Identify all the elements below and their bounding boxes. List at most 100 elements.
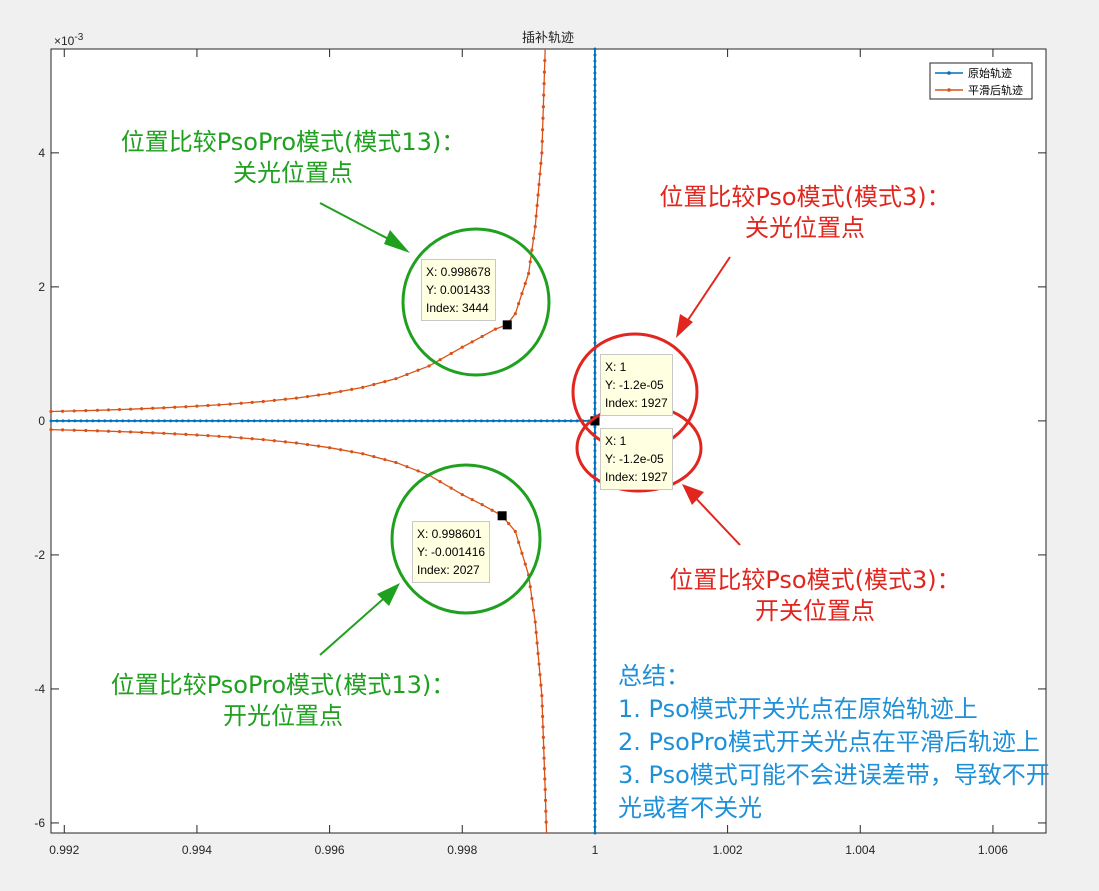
datatip-marker[interactable] bbox=[502, 320, 512, 330]
original-point bbox=[593, 628, 597, 632]
original-point bbox=[593, 155, 597, 159]
original-point bbox=[372, 419, 376, 423]
smoothed-point bbox=[541, 714, 545, 719]
smoothed-point bbox=[84, 409, 88, 413]
original-point bbox=[593, 173, 597, 177]
datatip-open-pso-pro[interactable]: X: 0.998601 Y: -0.001416 Index: 2027 bbox=[412, 521, 491, 583]
smoothed-point bbox=[528, 260, 532, 264]
smoothed-point bbox=[543, 777, 547, 781]
original-point bbox=[593, 263, 597, 267]
smoothed-point bbox=[394, 460, 398, 465]
smoothed-point bbox=[540, 151, 544, 155]
original-point bbox=[276, 419, 280, 423]
original-point bbox=[593, 514, 597, 518]
green-arrow-top-line bbox=[319, 202, 399, 245]
smoothed-point bbox=[95, 429, 100, 433]
smoothed-point bbox=[184, 405, 188, 409]
original-point bbox=[294, 419, 298, 423]
original-point bbox=[593, 616, 597, 620]
original-point bbox=[593, 670, 597, 674]
smoothed-point bbox=[544, 820, 548, 824]
original-point bbox=[593, 461, 597, 465]
original-point bbox=[240, 419, 244, 423]
original-point bbox=[300, 419, 304, 423]
original-trajectory-markers bbox=[593, 419, 597, 835]
datatip-index: Index: 2027 bbox=[417, 563, 480, 577]
smoothed-point bbox=[536, 193, 540, 197]
annotation-line: 位置比较Pso模式(模式3)： bbox=[659, 183, 951, 211]
smoothed-point bbox=[195, 404, 199, 408]
original-point bbox=[593, 107, 597, 111]
original-point bbox=[67, 419, 71, 423]
original-point bbox=[91, 419, 95, 423]
smoothed-point bbox=[533, 224, 537, 229]
original-point bbox=[408, 419, 412, 423]
smoothed-point bbox=[537, 662, 541, 666]
original-point bbox=[593, 143, 597, 147]
original-point bbox=[485, 419, 489, 423]
datatip-marker[interactable] bbox=[590, 416, 600, 426]
original-point bbox=[593, 467, 597, 471]
y-tick-label: 0 bbox=[38, 414, 45, 428]
legend[interactable]: 原始轨迹 平滑后轨迹 bbox=[929, 62, 1033, 100]
original-point bbox=[133, 419, 137, 423]
y-axis-ticks: 420-2-4-6 bbox=[34, 146, 1046, 830]
datatip-close-pso-pro[interactable]: X: 0.998678 Y: 0.001433 Index: 3444 bbox=[421, 259, 496, 321]
original-point bbox=[593, 473, 597, 477]
original-point bbox=[593, 574, 597, 578]
original-point bbox=[593, 407, 597, 411]
smoothed-point bbox=[535, 203, 539, 208]
original-point bbox=[593, 580, 597, 584]
smoothed-point bbox=[316, 444, 321, 448]
original-point bbox=[420, 419, 424, 423]
original-point bbox=[593, 383, 597, 387]
original-point bbox=[593, 747, 597, 751]
original-point bbox=[312, 419, 316, 423]
chart-title: 插补轨迹 bbox=[522, 30, 574, 45]
annotation-line: 开关位置点 bbox=[755, 597, 875, 626]
smoothed-point bbox=[534, 630, 538, 635]
original-point bbox=[593, 425, 597, 429]
original-point bbox=[593, 95, 597, 99]
smoothed-point bbox=[541, 128, 545, 132]
legend-label-original: 原始轨迹 bbox=[968, 66, 1012, 80]
original-point bbox=[593, 317, 597, 321]
x-tick-label: 0.994 bbox=[182, 843, 212, 857]
smoothed-point bbox=[361, 452, 365, 456]
smoothed-point bbox=[541, 735, 545, 739]
green-circle-top bbox=[401, 227, 551, 377]
original-point bbox=[61, 419, 65, 423]
x-tick-label: 1 bbox=[592, 843, 599, 857]
original-point bbox=[85, 419, 89, 423]
datatip-close-pso[interactable]: X: 1 Y: -1.2e-05 Index: 1927 bbox=[600, 354, 673, 416]
original-point bbox=[593, 281, 597, 285]
smoothed-point bbox=[84, 428, 88, 433]
original-point bbox=[593, 179, 597, 183]
smoothed-point bbox=[195, 433, 199, 437]
original-point bbox=[593, 700, 597, 704]
legend-marker-smoothed bbox=[947, 88, 951, 92]
smoothed-point bbox=[539, 161, 543, 165]
original-point bbox=[593, 83, 597, 87]
original-point bbox=[252, 419, 256, 423]
original-point bbox=[593, 532, 597, 536]
original-point bbox=[593, 604, 597, 608]
original-point bbox=[192, 419, 196, 423]
legend-label-smoothed: 平滑后轨迹 bbox=[968, 83, 1023, 97]
smoothed-point bbox=[517, 302, 521, 306]
datatip-open-pso[interactable]: X: 1 Y: -1.2e-05 Index: 1927 bbox=[600, 428, 673, 490]
smoothed-point bbox=[217, 434, 221, 438]
original-point bbox=[593, 789, 597, 793]
smoothed-point bbox=[520, 551, 524, 555]
original-point bbox=[204, 419, 208, 423]
original-point bbox=[175, 419, 179, 423]
smoothed-point bbox=[541, 725, 545, 729]
datatip-marker[interactable] bbox=[497, 511, 507, 521]
annotation-line: 开光位置点 bbox=[223, 702, 343, 731]
summary-item: 2. PsoPro模式开关光点在平滑后轨迹上 bbox=[618, 728, 1040, 756]
original-point bbox=[354, 419, 358, 423]
original-point bbox=[360, 419, 364, 423]
original-point bbox=[593, 783, 597, 787]
original-point bbox=[593, 676, 597, 680]
